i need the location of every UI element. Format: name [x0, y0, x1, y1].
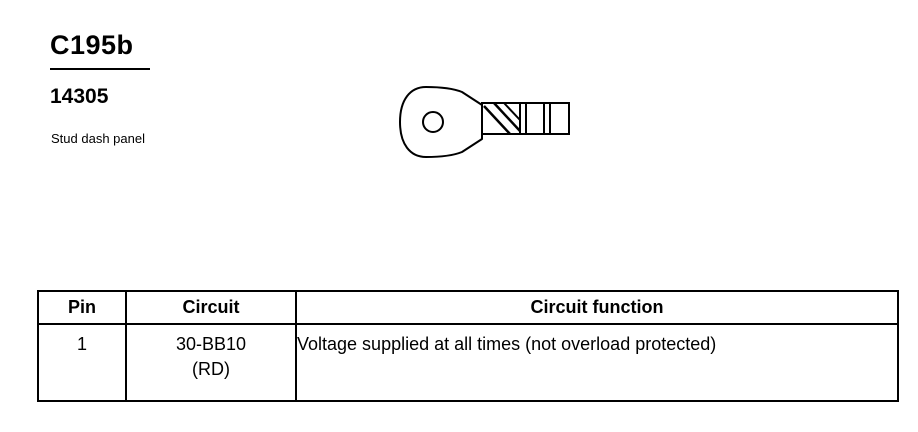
- title-underline: [50, 68, 150, 70]
- column-header-circuit-function: Circuit function: [295, 290, 899, 325]
- pin-cell: 1: [37, 323, 127, 402]
- table-header-row: Pin Circuit Circuit function: [37, 290, 899, 325]
- table-row: 1 30-BB10 (RD) Voltage supplied at all t…: [37, 323, 899, 402]
- ring-terminal-icon: [399, 86, 570, 158]
- column-header-circuit: Circuit: [125, 290, 297, 325]
- circuit-function-cell: Voltage supplied at all times (not overl…: [295, 323, 899, 402]
- pinout-table: Pin Circuit Circuit function 1 30-BB10 (…: [37, 290, 899, 402]
- column-header-pin: Pin: [37, 290, 127, 325]
- connector-location: Stud dash panel: [51, 131, 145, 146]
- part-number: 14305: [50, 85, 109, 108]
- circuit-cell: 30-BB10 (RD): [125, 323, 297, 402]
- circuit-code: 30-BB10: [175, 334, 247, 354]
- wire-color: (RD): [192, 359, 230, 379]
- connector-id: C195b: [50, 30, 134, 60]
